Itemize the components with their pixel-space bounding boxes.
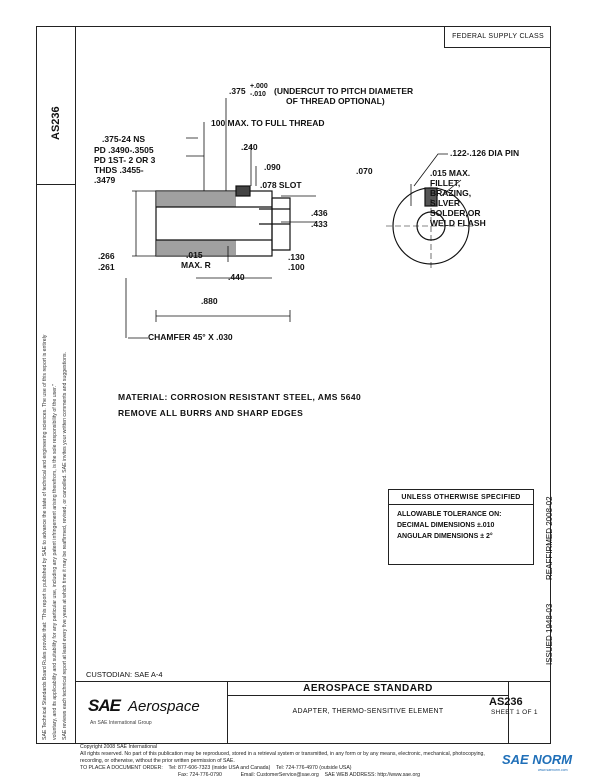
footer-rights: recording, or otherwise, without the pri… [80,758,235,764]
part-description: ADAPTER, THERMO-SENSITIVE ELEMENT [292,708,444,715]
tolerance-line: ANGULAR DIMENSIONS ± 2° [397,533,493,540]
title-block-number: AS236 SHEET 1 OF 1 [489,682,551,744]
footer-contact-line: Fax: 724-776-0790 Email: CustomerService… [80,772,550,779]
center-line [386,181,476,271]
material-note: MATERIAL: CORROSION RESISTANT STEEL, AMS… [118,392,362,402]
title-block-center: AEROSPACE STANDARD ADAPTER, THERMO-SENSI… [228,682,508,744]
order-tel-outside: Tel: 724-776-4970 (outside USA) [275,765,352,771]
callout-240: .240 [241,142,258,152]
footer-rights: All rights reserved. No part of this pub… [80,751,485,757]
burrs-note: REMOVE ALL BURRS AND SHARP EDGES [118,408,304,418]
callout-266: .266 [98,251,115,261]
web-address[interactable]: SAE WEB ADDRESS: http://www.sae.org [324,772,421,778]
callout-thread: .3479 [94,175,116,185]
sae-logo: SAE Aerospace An SAE International Group [76,682,228,744]
callout-fillet: BRAZING, [430,188,471,198]
side-doc-box [36,95,76,185]
callout-undercut-tol: +.000 [250,83,268,90]
standard-type: AEROSPACE STANDARD [228,682,508,696]
thread-hatch [156,191,236,207]
leader [125,278,148,339]
logo-sae-text: SAE [88,696,121,715]
federal-supply-class-box: FEDERAL SUPPLY CLASS [444,26,551,48]
callout-100: .100 [288,262,305,272]
callout-thread: PD .3490-.3505 [94,145,154,155]
slot-block [235,185,251,197]
bore-line [156,206,272,241]
callout-undercut-note: OF THREAD OPTIONAL) [286,96,385,106]
issued-date: ISSUED 1948-03 [545,603,554,665]
left-margin-rule [75,26,76,744]
leader [440,179,462,197]
legal-line: SAE Technical Standards Board Rules prov… [42,334,48,740]
logo-subtitle: An SAE International Group [90,720,152,726]
callout-070: .070 [356,166,373,176]
callout-436: .436 [311,208,328,218]
callout-fillet: FILLET, [430,178,460,188]
leader [186,137,204,157]
tolerance-heading: UNLESS OTHERWISE SPECIFIED [389,490,533,505]
thread-hatch [156,240,236,256]
callout-thread: .375-24 NS [102,134,145,144]
callout-undercut-tol: -.010 [250,91,266,98]
footer-copyright: Copyright 2008 SAE International [80,744,157,750]
order-fax: Fax: 724-776-0790 [178,772,222,778]
watermark-logo: SAE NORM [502,752,573,767]
callout-fillet: SILVER [430,198,460,208]
logo-aerospace-text: Aerospace [128,698,200,715]
part-drawing: .375 +.000 -.010 (UNDERCUT TO PITCH DIAM… [94,83,519,342]
tolerance-box: UNLESS OTHERWISE SPECIFIED ALLOWABLE TOL… [388,489,534,565]
legal-notice: SAE Technical Standards Board Rules prov… [40,30,70,740]
callout-433: .433 [311,219,328,229]
dim-line [132,190,156,257]
slot-cut [259,208,290,225]
watermark-subtitle: www.saenorm.com [538,768,568,772]
legal-line: SAE reviews each technical report at lea… [62,352,68,740]
callout-880: .880 [201,296,218,306]
callout-pin: .122-.126 DIA PIN [450,148,519,158]
callout-slot: .078 SLOT [260,180,302,190]
callout-261: .261 [98,262,115,272]
callout-full-thread: 100 MAX. TO FULL THREAD [211,118,325,128]
pin-slot [424,187,438,207]
callout-thread: THDS .3455- [94,165,144,175]
callout-090: .090 [264,162,281,172]
callout-fillet: SOLDER,OR [430,208,481,218]
callout-chamfer: CHAMFER 45° X .030 [148,332,233,342]
callout-undercut: .375 [229,86,246,96]
order-email: Email: CustomerService@sae.org [240,772,319,778]
tolerance-line: ALLOWABLE TOLERANCE ON: [397,511,502,518]
title-block: SAE Aerospace An SAE International Group… [76,681,551,744]
sheet-number: SHEET 1 OF 1 [491,709,538,716]
dim-line [155,310,291,322]
custodian: CUSTODIAN: SAE A-4 [86,670,163,679]
footer-order-line: TO PLACE A DOCUMENT ORDER: Tel: 877-606-… [80,765,550,772]
order-tel: Tel: 877-606-7323 (inside USA and Canada… [168,765,271,771]
end-view [386,153,476,271]
callout-thread: PD 1ST- 2 OR 3 [94,155,156,165]
footer: Copyright 2008 SAE International All rig… [80,744,550,779]
order-label: TO PLACE A DOCUMENT ORDER: [80,765,163,771]
dim-line [281,195,316,223]
doc-number: AS236 [489,696,523,708]
legal-line: voluntary, and its applicability and sui… [52,384,58,740]
reaffirmed-date: REAFFIRMED 2008-02 [545,496,554,580]
callout-fillet: WELD FLASH [430,218,486,228]
leader [203,98,257,191]
side-view [125,98,316,339]
callout-130: .130 [288,252,305,262]
leader [410,153,448,206]
callout-radius: .015 [186,250,203,260]
callout-fillet: .015 MAX. [430,168,470,178]
callout-440: .440 [228,272,245,282]
drawing-frame [36,26,551,744]
callout-undercut-note: (UNDERCUT TO PITCH DIAMETER [274,86,413,96]
tolerance-line: DECIMAL DIMENSIONS ±.010 [397,522,495,529]
callout-radius: MAX. R [181,260,211,270]
